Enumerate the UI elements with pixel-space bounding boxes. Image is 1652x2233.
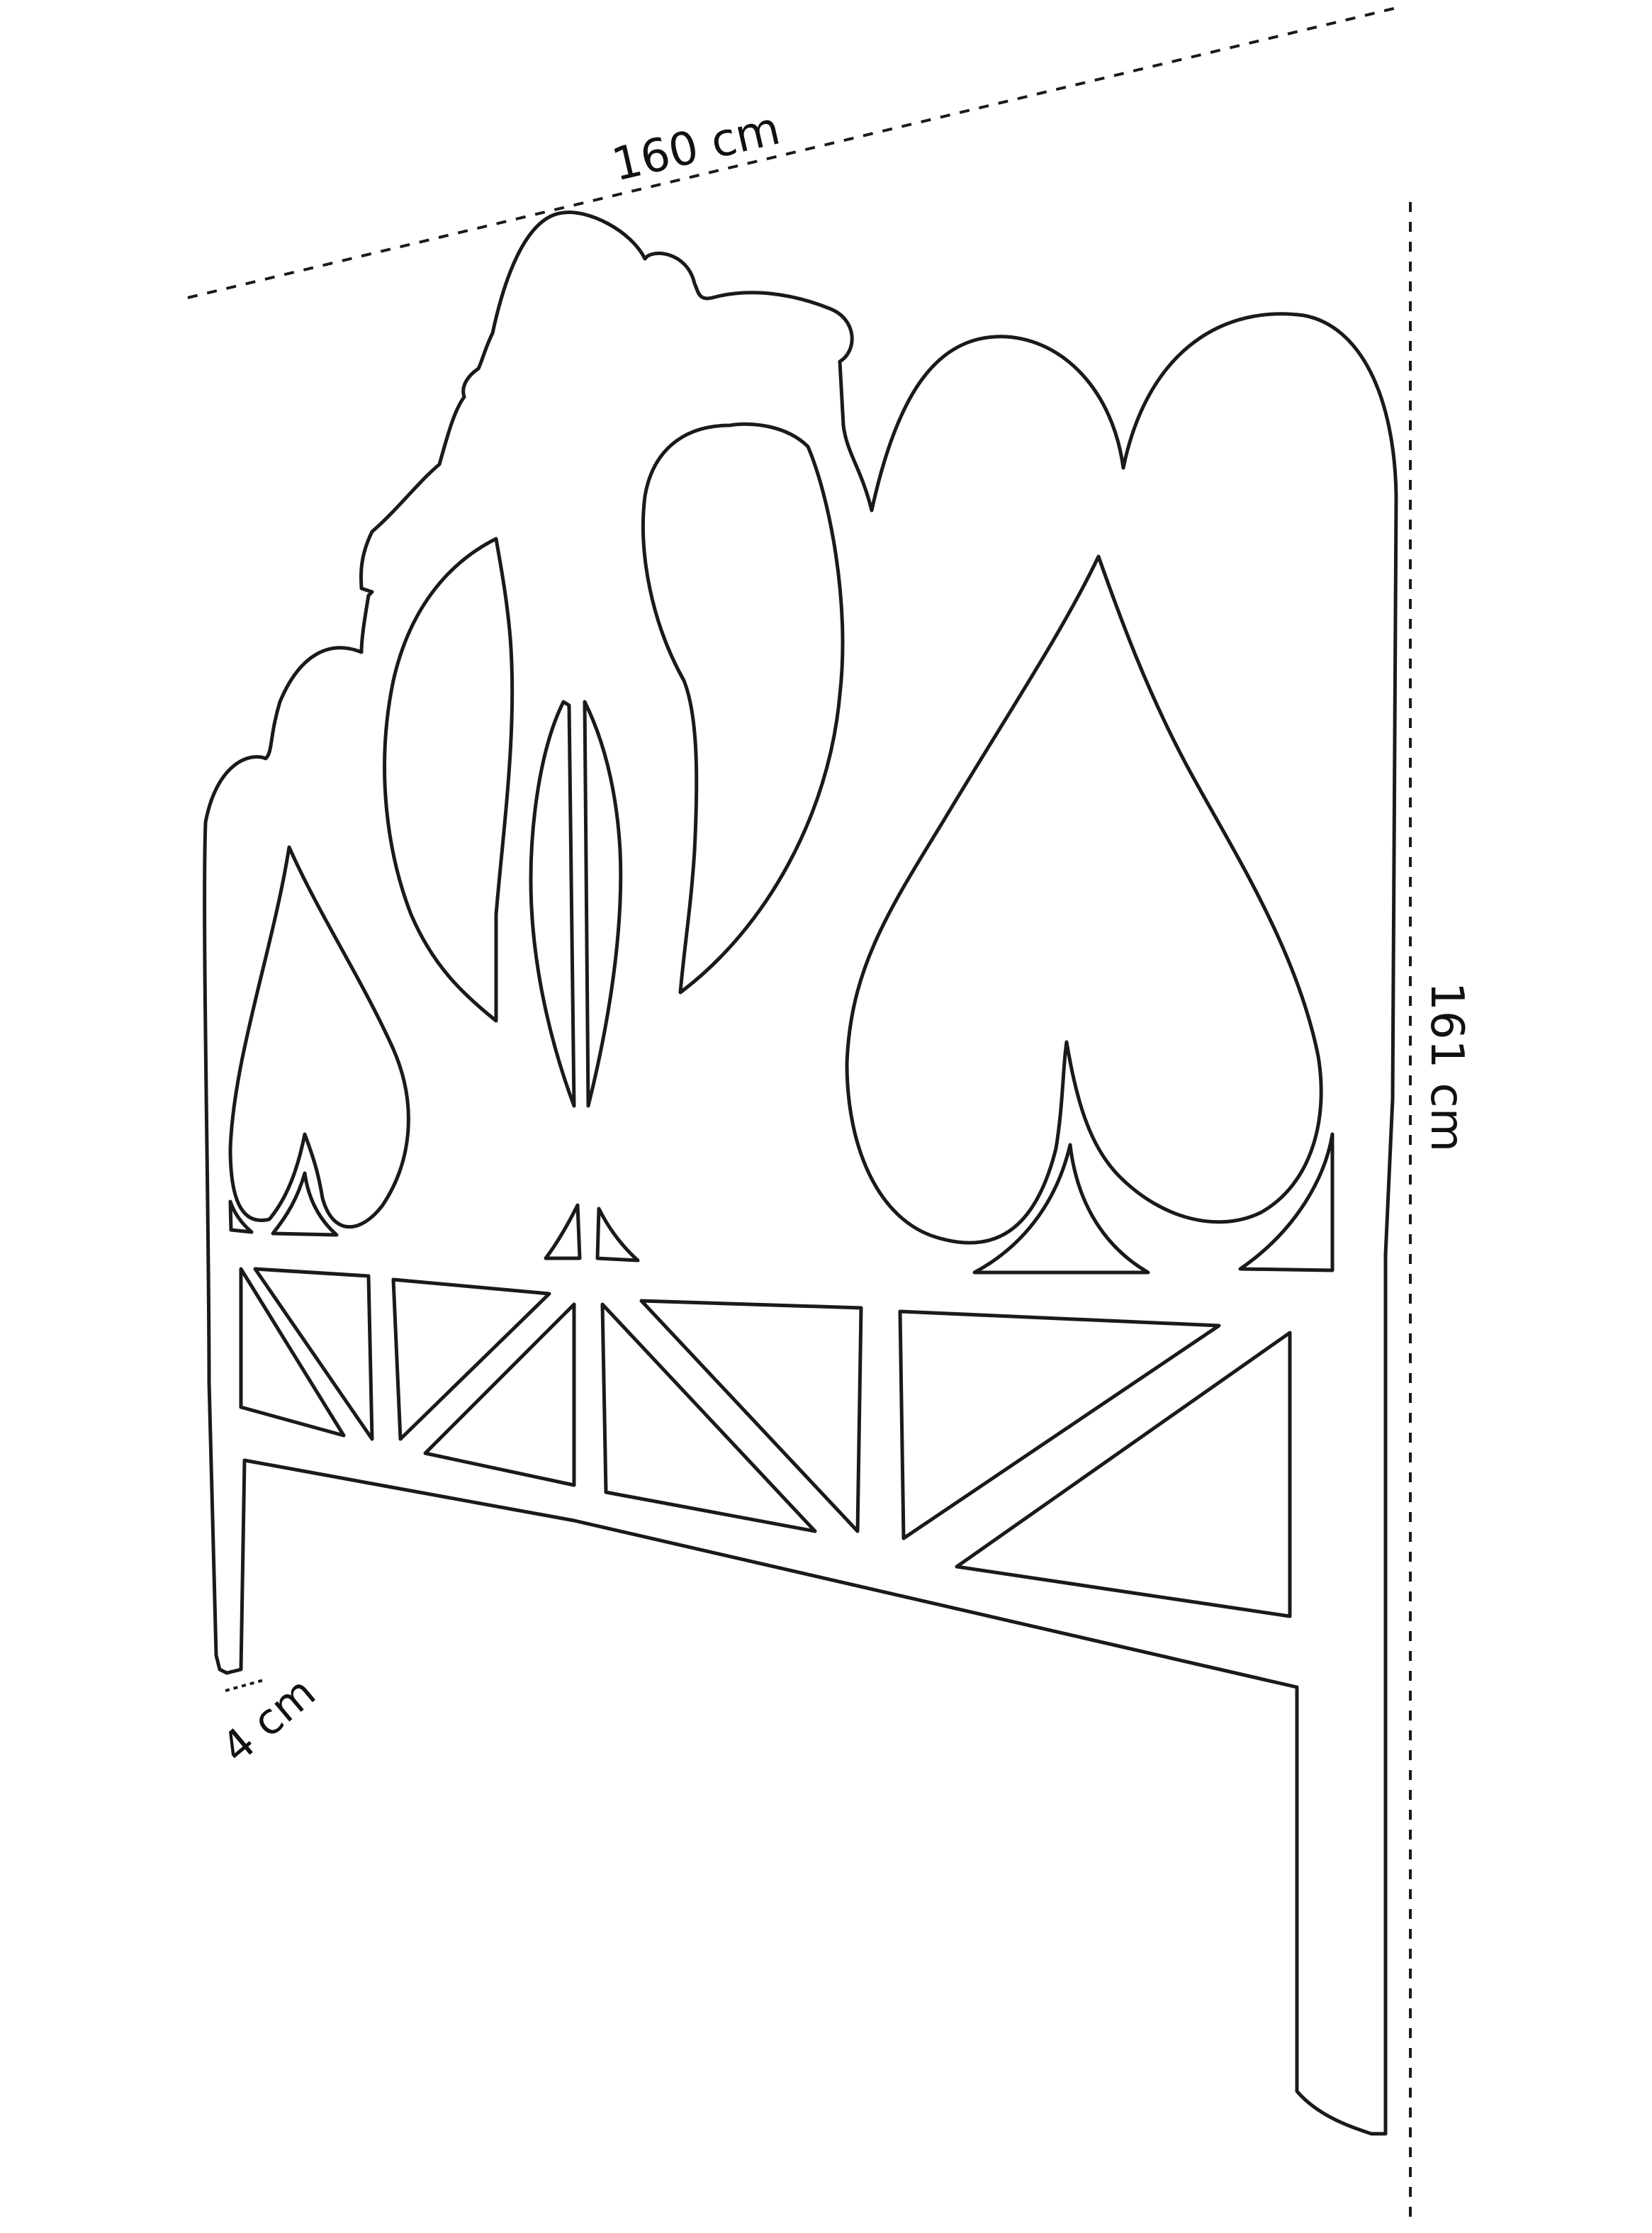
height-label: 161 cm (1420, 982, 1473, 1152)
center-small-drop-a (544, 1203, 582, 1260)
lattice-cell-4 (423, 1302, 576, 1487)
right-tall-leaf-opening (641, 422, 845, 995)
left-small-drop-b (271, 1171, 339, 1237)
lattice-cell-1 (239, 1267, 346, 1438)
right-small-drop-a (972, 1143, 1150, 1275)
lattice-cell-8 (955, 1331, 1292, 1618)
thickness-label: 4 cm (213, 1667, 325, 1773)
lattice-cell-3 (391, 1277, 551, 1441)
thickness-dimension-line (225, 1679, 264, 1692)
lattice-cell-7 (898, 1309, 1221, 1540)
lattice-cell-6 (639, 1299, 863, 1533)
headboard-outline (203, 210, 1398, 2136)
left-tall-leaf-opening (383, 537, 515, 1023)
center-small-drop-b (595, 1207, 640, 1263)
center-left-sliver-opening (529, 700, 576, 1108)
width-label: 160 cm (607, 102, 785, 191)
right-small-drop-b (1238, 1132, 1334, 1272)
lattice-cell-5 (600, 1302, 817, 1533)
left-heart-opening (228, 845, 410, 1229)
large-heart-opening (845, 554, 1323, 1245)
lattice-cell-2 (253, 1267, 374, 1441)
headboard-silhouette (203, 210, 1398, 2136)
center-sliver-opening (583, 700, 623, 1108)
width-dimension-line (187, 6, 1400, 299)
left-small-drop-a (228, 1199, 254, 1234)
